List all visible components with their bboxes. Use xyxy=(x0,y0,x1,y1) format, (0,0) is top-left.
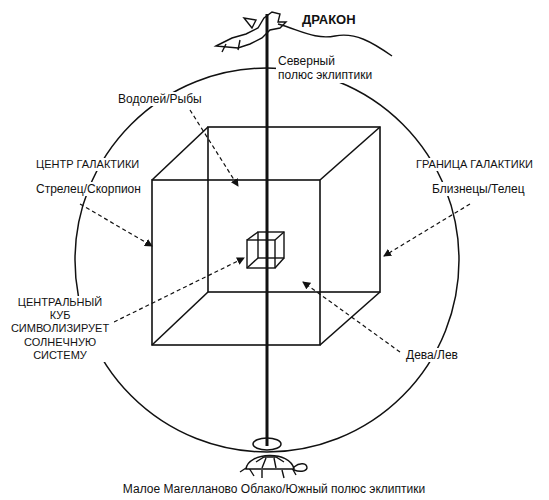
pole-ring xyxy=(253,438,281,450)
region-heading: ГРАНИЦА ГАЛАКТИКИ xyxy=(414,158,535,171)
pole-label: Малое Магелланово Облако/Южный полюс экл… xyxy=(121,482,427,496)
region-heading: ЦЕНТР ГАЛАКТИКИ xyxy=(34,158,141,171)
zodiac-label: Близнецы/Телец xyxy=(430,182,527,196)
turtle-figure xyxy=(240,455,307,478)
ecliptic-axis xyxy=(266,14,269,446)
zodiac-label: Водолей/Рыбы xyxy=(116,92,204,106)
figure-name: ДРАКОН xyxy=(300,12,358,28)
pole-label: Северный полюс эклиптики xyxy=(276,54,375,83)
dragon-figure xyxy=(216,12,392,56)
note-label: ЦЕНТРАЛЬНЫЙ КУБ СИМВОЛИЗИРУЕТ СОЛНЕЧНУЮ … xyxy=(6,296,114,362)
leader-arrows xyxy=(80,110,470,352)
zodiac-label: Дева/Лев xyxy=(404,348,460,362)
zodiac-label: Стрелец/Скорпион xyxy=(34,182,143,196)
